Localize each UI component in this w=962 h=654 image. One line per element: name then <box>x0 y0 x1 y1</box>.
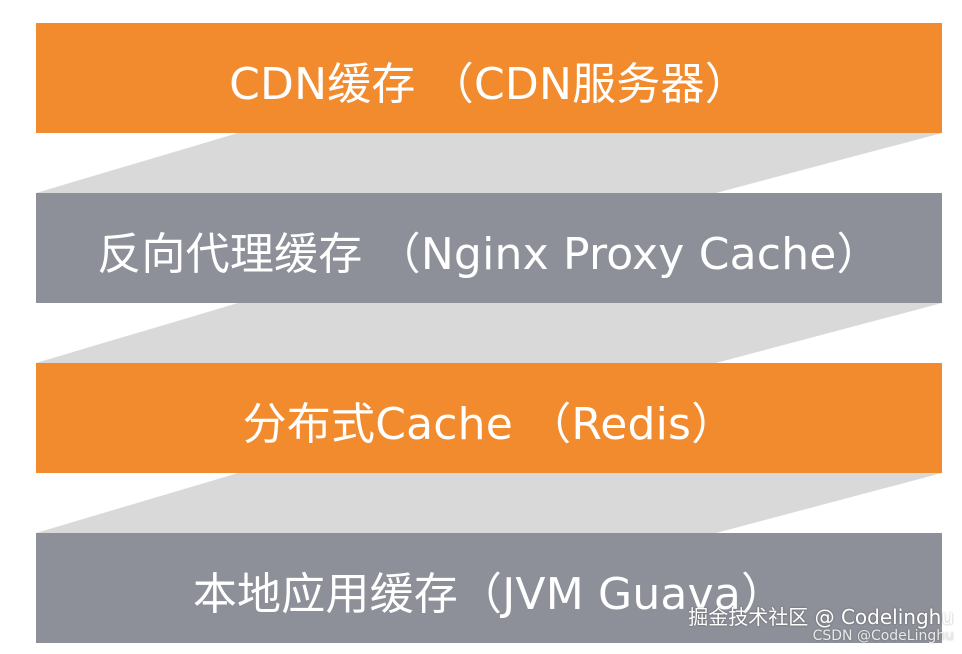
cdn-cache-layer: CDN缓存 （CDN服务器） <box>36 23 942 133</box>
cdn-cache-label: CDN缓存 （CDN服务器） <box>229 59 749 110</box>
local-app-cache-layer: 本地应用缓存（JVM Guava） <box>36 533 942 643</box>
watermark-sub-text: CSDN @CodeLinghu <box>812 628 954 644</box>
reverse-proxy-cache-label: 反向代理缓存 （Nginx Proxy Cache） <box>97 229 881 280</box>
watermark-main-text: 掘金技术社区 @ Codelinghu <box>688 605 954 629</box>
reverse-proxy-cache-layer: 反向代理缓存 （Nginx Proxy Cache） <box>36 193 942 303</box>
connector-2-3-shade <box>36 303 942 363</box>
distributed-cache-layer: 分布式Cache （Redis） <box>36 363 942 473</box>
local-app-cache-label: 本地应用缓存（JVM Guava） <box>192 569 786 620</box>
connector-1-2-shade <box>36 133 942 193</box>
connector-3-4-shade <box>36 473 942 533</box>
distributed-cache-label: 分布式Cache （Redis） <box>242 399 736 450</box>
watermark: 掘金技术社区 @ Codelinghu CSDN @CodeLinghu <box>688 606 954 644</box>
